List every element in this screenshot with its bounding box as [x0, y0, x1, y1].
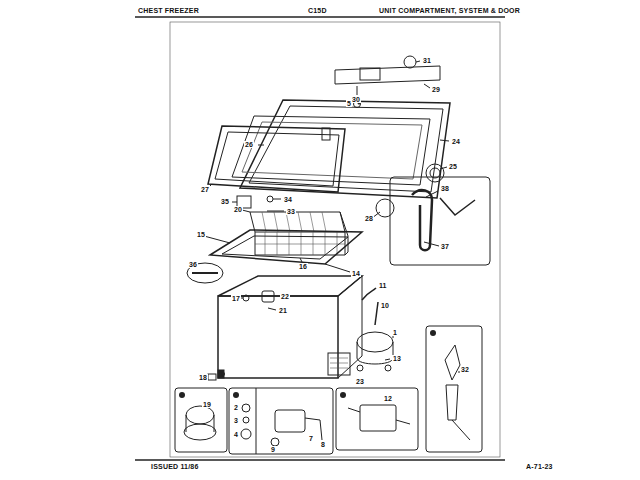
callout-number: 20 [233, 206, 243, 213]
callout-number: 2 [233, 404, 239, 411]
callout-number: 14 [351, 270, 361, 277]
callout-number: 13 [392, 355, 402, 362]
callout-number: 26 [244, 141, 254, 148]
header-text: UNIT COMPARTMENT, SYSTEM & DOOR [378, 7, 521, 14]
callout-number: 11 [378, 282, 387, 289]
callout-number: 18 [198, 374, 208, 381]
callout-number: 36 [188, 261, 198, 268]
callout-number: 9 [270, 446, 276, 453]
callout-number: 30 [351, 96, 361, 103]
callout-number: 3 [233, 417, 239, 424]
callout-number: 32 [460, 366, 470, 373]
callout-number: 34 [283, 196, 293, 203]
callout-number: 29 [431, 86, 441, 93]
callout-number: 7 [308, 435, 314, 442]
header-text: A-71-23 [525, 463, 554, 470]
callout-number: 15 [196, 231, 206, 238]
callout-number: 10 [380, 302, 390, 309]
callout-number: 19 [202, 401, 212, 408]
callout-number: 27 [200, 186, 210, 193]
callout-number: 21 [278, 307, 288, 314]
callout-number: 28 [364, 215, 374, 222]
callout-number: 22 [280, 293, 290, 300]
callout-number: 38 [440, 185, 450, 192]
callout-number: 24 [451, 138, 461, 145]
callout-number: 1 [392, 329, 398, 336]
callout-number: 17 [231, 295, 241, 302]
callout-number: 37 [440, 243, 450, 250]
callout-number: 23 [355, 378, 365, 385]
header-text: CHEST FREEZER [137, 7, 200, 14]
header-text: ISSUED 11/86 [150, 463, 200, 470]
callout-number: 16 [298, 263, 308, 270]
callout-number: 33 [286, 208, 296, 215]
callout-number: 35 [220, 198, 230, 205]
header-text: C15D [307, 7, 328, 14]
callout-number: 4 [233, 431, 239, 438]
callout-number: 31 [422, 57, 432, 64]
callout-number: 25 [448, 163, 458, 170]
callout-number: 12 [383, 395, 393, 402]
callout-number: 8 [320, 441, 326, 448]
callout-number: 5 [346, 100, 352, 107]
